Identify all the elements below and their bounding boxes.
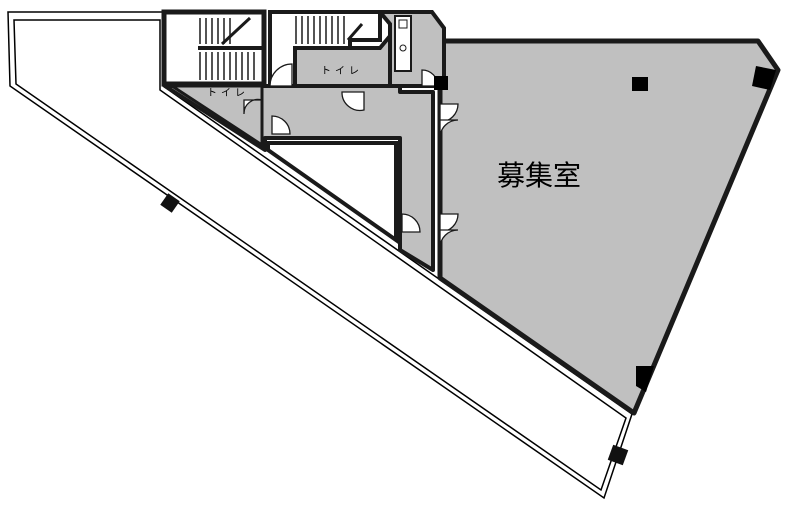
column	[632, 77, 648, 91]
toilet-lower-label: トイレ	[207, 88, 249, 99]
stairs	[198, 16, 364, 80]
corridor-area	[163, 84, 435, 272]
column	[636, 366, 654, 392]
core-block	[161, 9, 446, 88]
fixture	[398, 19, 408, 29]
main-room-area	[437, 38, 781, 416]
column	[752, 66, 776, 90]
fixture	[399, 44, 407, 52]
terrace-pillar	[607, 444, 629, 466]
toilet-upper-label: トイレ	[321, 66, 363, 77]
terrace-pillar	[160, 193, 180, 213]
column	[434, 76, 448, 90]
inner-room	[266, 141, 398, 244]
doors	[243, 63, 459, 249]
main-room-label: 募集室	[497, 159, 581, 192]
